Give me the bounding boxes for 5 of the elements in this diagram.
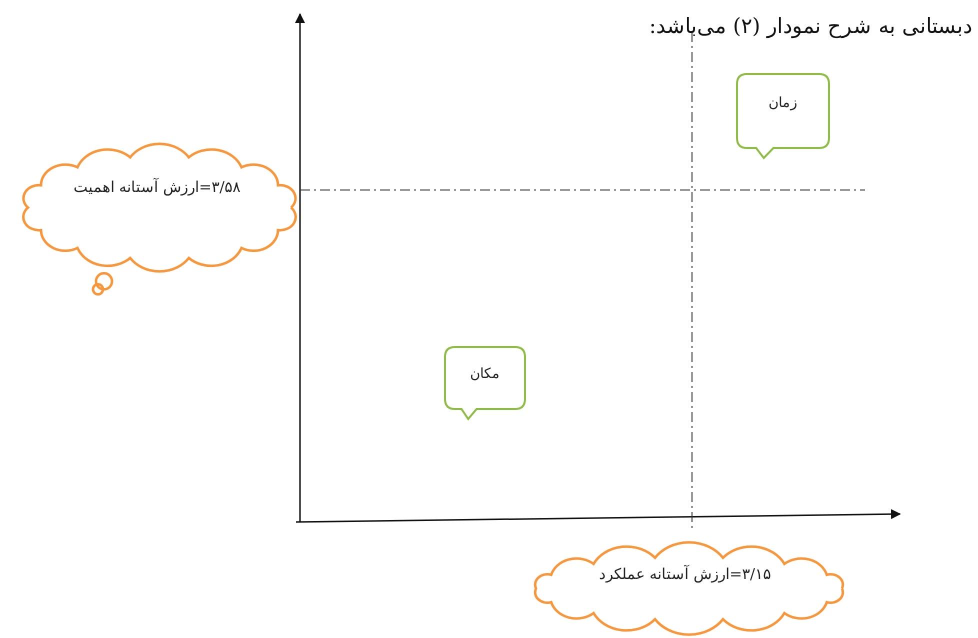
bubble-text: زمان: [768, 94, 798, 111]
bubble-text: مکان: [469, 365, 501, 382]
bubble-text: ۳/۵۸=ارزش آستانه اهمیت: [72, 178, 242, 196]
bubble-text: ۳/۱۵=ارزش آستانه عملکرد: [598, 565, 772, 583]
heading: دبستانی به شرح نمودار (۲) می‌باشد:: [649, 14, 972, 38]
